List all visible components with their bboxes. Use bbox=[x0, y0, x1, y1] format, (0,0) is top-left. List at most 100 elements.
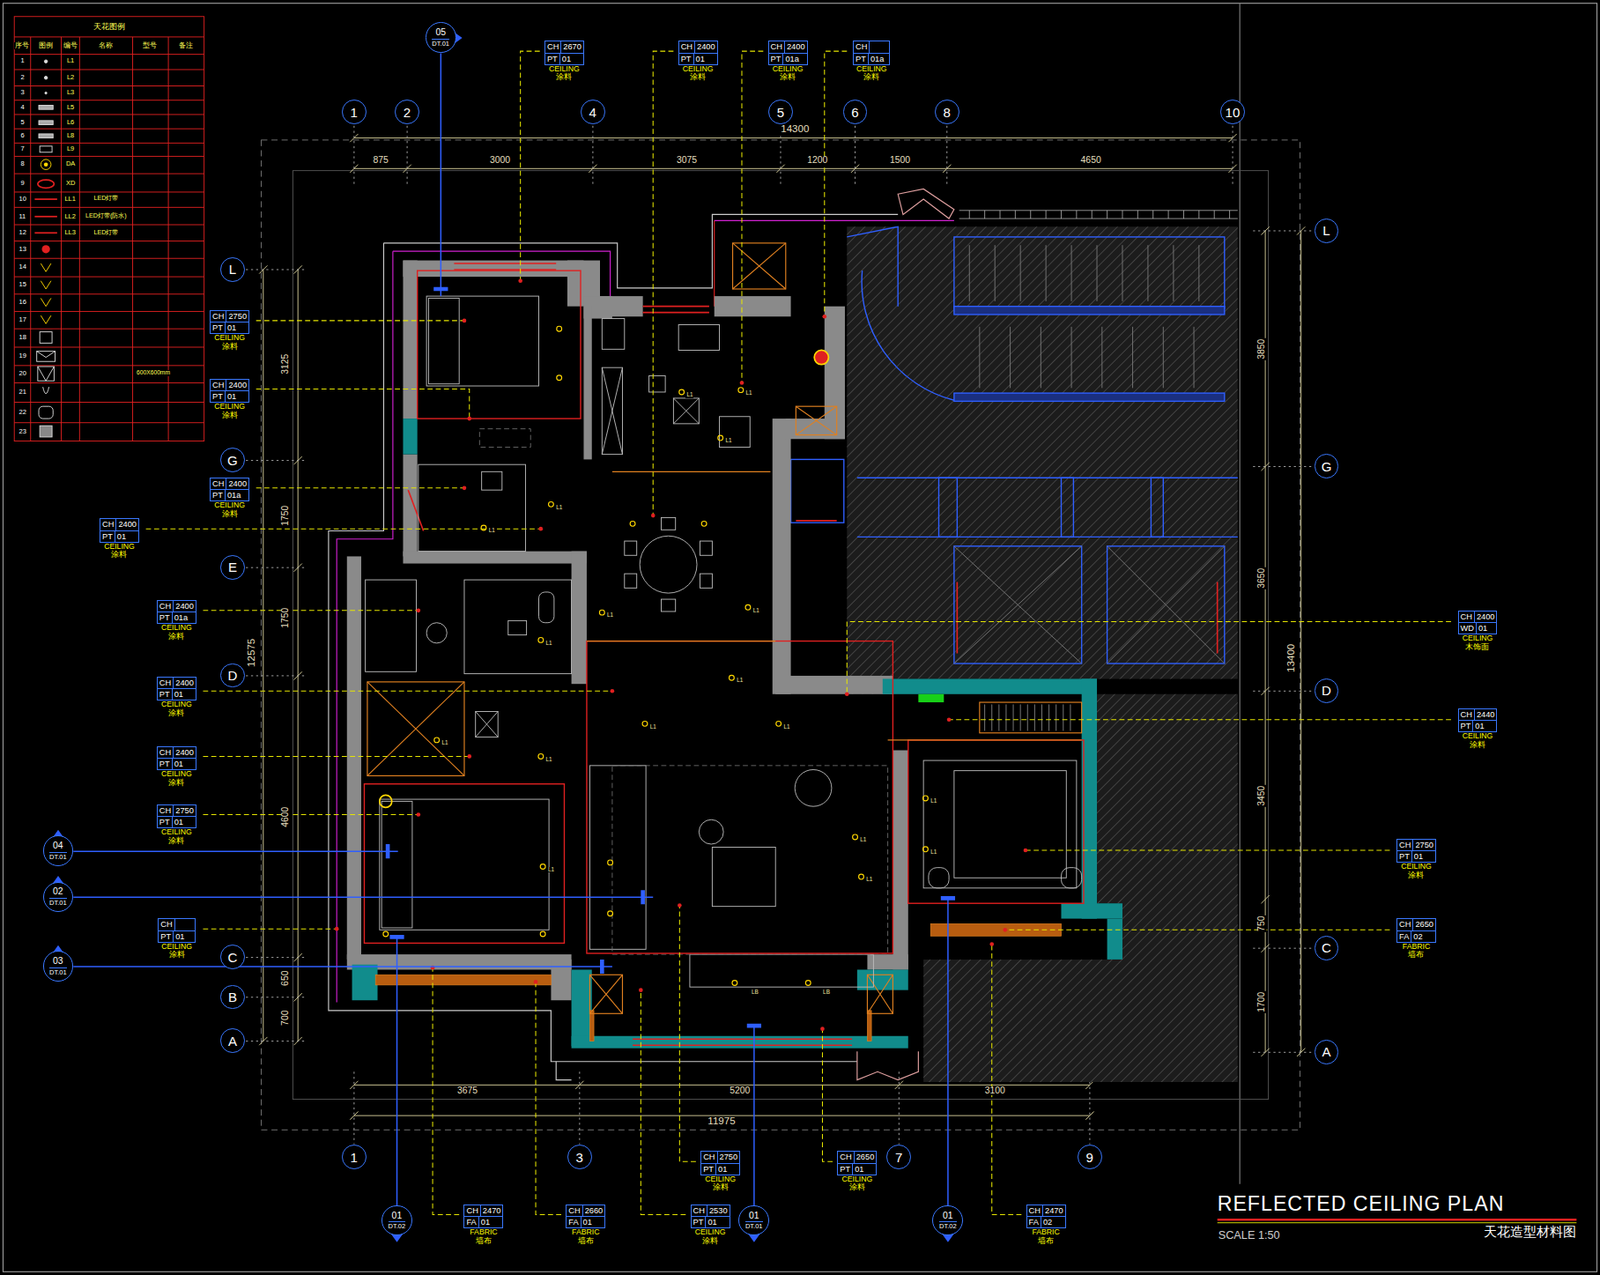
material-number: 01 bbox=[1472, 720, 1486, 732]
material-code: PT bbox=[701, 1163, 716, 1175]
material-code: WD bbox=[1459, 622, 1476, 634]
finish-name: CEILING bbox=[700, 1175, 741, 1185]
tag-row: PT01 bbox=[100, 530, 139, 542]
legend-cell: L2 bbox=[66, 74, 75, 82]
tag-row: CH2750 bbox=[1397, 839, 1436, 851]
finish-name-cn: 涂料 bbox=[209, 342, 250, 352]
detail-number: 01 bbox=[942, 1211, 954, 1222]
tag-frame: CH2650FA02 bbox=[1396, 918, 1437, 942]
section-marker: 05DT.01 bbox=[425, 22, 457, 53]
material-number: 01 bbox=[171, 758, 186, 770]
section-marker: 02DT.01 bbox=[43, 881, 75, 913]
grid-id: C bbox=[1321, 940, 1332, 955]
tag-frame: CH2470FA01 bbox=[463, 1204, 504, 1229]
grid-id: 1 bbox=[350, 105, 358, 119]
tag-row: PT01 bbox=[691, 1215, 730, 1228]
grid-bubble: 2 bbox=[394, 99, 420, 125]
dimension: 3675 bbox=[456, 1086, 479, 1096]
ceiling-tag: CH2530PT01CEILING涂料 bbox=[690, 1204, 731, 1245]
grid-id: 3 bbox=[576, 1150, 584, 1164]
material-code: FA bbox=[464, 1216, 478, 1228]
finish-name-cn: 涂料 bbox=[544, 73, 585, 82]
finish-name: FABRIC bbox=[1396, 942, 1437, 952]
tag-frame: CH2400WD01 bbox=[1458, 610, 1498, 635]
finish-name-cn: 涂料 bbox=[156, 709, 197, 719]
finish-name-cn: 涂料 bbox=[156, 778, 197, 788]
tag-frame: CH2750PT01 bbox=[209, 310, 250, 334]
material-number: 02 bbox=[1410, 931, 1424, 942]
grid-bubble: 10 bbox=[1220, 99, 1245, 125]
dimension: 875 bbox=[371, 155, 389, 165]
sheet-number: DT.01 bbox=[49, 851, 67, 861]
finish-name-cn: 涂料 bbox=[837, 1183, 877, 1193]
material-code: PT bbox=[157, 816, 172, 828]
grid-id: 7 bbox=[895, 1150, 903, 1164]
dimension: 11975 bbox=[706, 1116, 736, 1127]
tag-row: PT01 bbox=[157, 815, 196, 828]
detail-number: 04 bbox=[52, 841, 64, 852]
grid-bubble: 8 bbox=[934, 99, 960, 125]
grid-bubble: 6 bbox=[843, 99, 868, 125]
fixture-code: L1 bbox=[859, 837, 867, 843]
dimension: 1700 bbox=[1258, 991, 1267, 1014]
tag-frame: CHPT01 bbox=[157, 918, 195, 942]
legend-cell: 名称 bbox=[97, 42, 114, 50]
material-code: FA bbox=[1027, 1216, 1041, 1228]
finish-name: CEILING bbox=[768, 65, 808, 75]
finish-name: FABRIC bbox=[565, 1228, 606, 1238]
material-number: 01a bbox=[782, 53, 800, 65]
tag-row: CH2650 bbox=[1397, 918, 1436, 930]
height-code: CH bbox=[769, 41, 785, 52]
grid-id: 5 bbox=[777, 105, 785, 119]
tag-row: FA01 bbox=[566, 1215, 605, 1228]
ceiling-height: 2530 bbox=[706, 1205, 730, 1216]
fixture-code: L1 bbox=[929, 849, 938, 855]
finish-name: CEILING bbox=[156, 828, 197, 838]
material-code: PT bbox=[157, 612, 172, 623]
height-code: CH bbox=[464, 1205, 480, 1216]
grid-id: L bbox=[1322, 223, 1330, 238]
material-code: PT bbox=[158, 931, 173, 942]
dimension: 750 bbox=[1258, 915, 1267, 933]
fixture-code: L1 bbox=[752, 607, 761, 614]
ceiling-height: 2650 bbox=[1412, 918, 1436, 930]
fixture-code: L1 bbox=[745, 390, 754, 396]
height-code: CH bbox=[545, 41, 561, 52]
ceiling-tag: CH2670PT01CEILING涂料 bbox=[544, 40, 585, 82]
legend-cell: 备注 bbox=[177, 42, 194, 50]
tag-row: PT01 bbox=[157, 757, 196, 770]
legend-cell: L1 bbox=[66, 57, 75, 65]
legend-cell: 16 bbox=[17, 298, 27, 306]
tag-row: CH2530 bbox=[691, 1205, 730, 1216]
grid-id: 2 bbox=[403, 105, 411, 119]
tag-frame: CH2440PT01 bbox=[1458, 708, 1498, 733]
fixture-code: L1 bbox=[782, 724, 791, 730]
material-code: PT bbox=[545, 53, 560, 65]
material-code: FA bbox=[1397, 931, 1411, 942]
material-number: 01a bbox=[224, 489, 243, 501]
finish-name-cn: 涂料 bbox=[768, 73, 808, 82]
legend-cell: 天花图例 bbox=[92, 22, 126, 31]
finish-name: CEILING bbox=[852, 65, 890, 75]
ceiling-tag: CH2400PT01aCEILING涂料 bbox=[209, 477, 250, 519]
dimension: 14300 bbox=[779, 124, 810, 135]
grid-id: 6 bbox=[851, 105, 859, 119]
legend-cell: DA bbox=[65, 160, 76, 168]
dimension: 3000 bbox=[488, 155, 512, 165]
grid-bubble: 1 bbox=[341, 1144, 367, 1170]
height-code: CH bbox=[1397, 918, 1413, 930]
ceiling-tag: CH2750PT01CEILING涂料 bbox=[156, 804, 197, 845]
height-code: CH bbox=[853, 41, 869, 52]
tag-row: PT01a bbox=[157, 611, 196, 623]
tag-frame: CH2750PT01 bbox=[1396, 838, 1437, 863]
fixture-code: LB bbox=[822, 989, 831, 995]
sheet-number: DT.01 bbox=[431, 38, 450, 48]
grid-id: A bbox=[228, 1034, 238, 1048]
tag-frame: CH2650PT01 bbox=[837, 1150, 877, 1175]
height-code: CH bbox=[100, 518, 116, 530]
grid-bubble: A bbox=[220, 1028, 245, 1053]
ceiling-height: 2400 bbox=[172, 600, 196, 612]
height-code: CH bbox=[679, 41, 695, 52]
grid-bubble: C bbox=[1314, 935, 1340, 961]
